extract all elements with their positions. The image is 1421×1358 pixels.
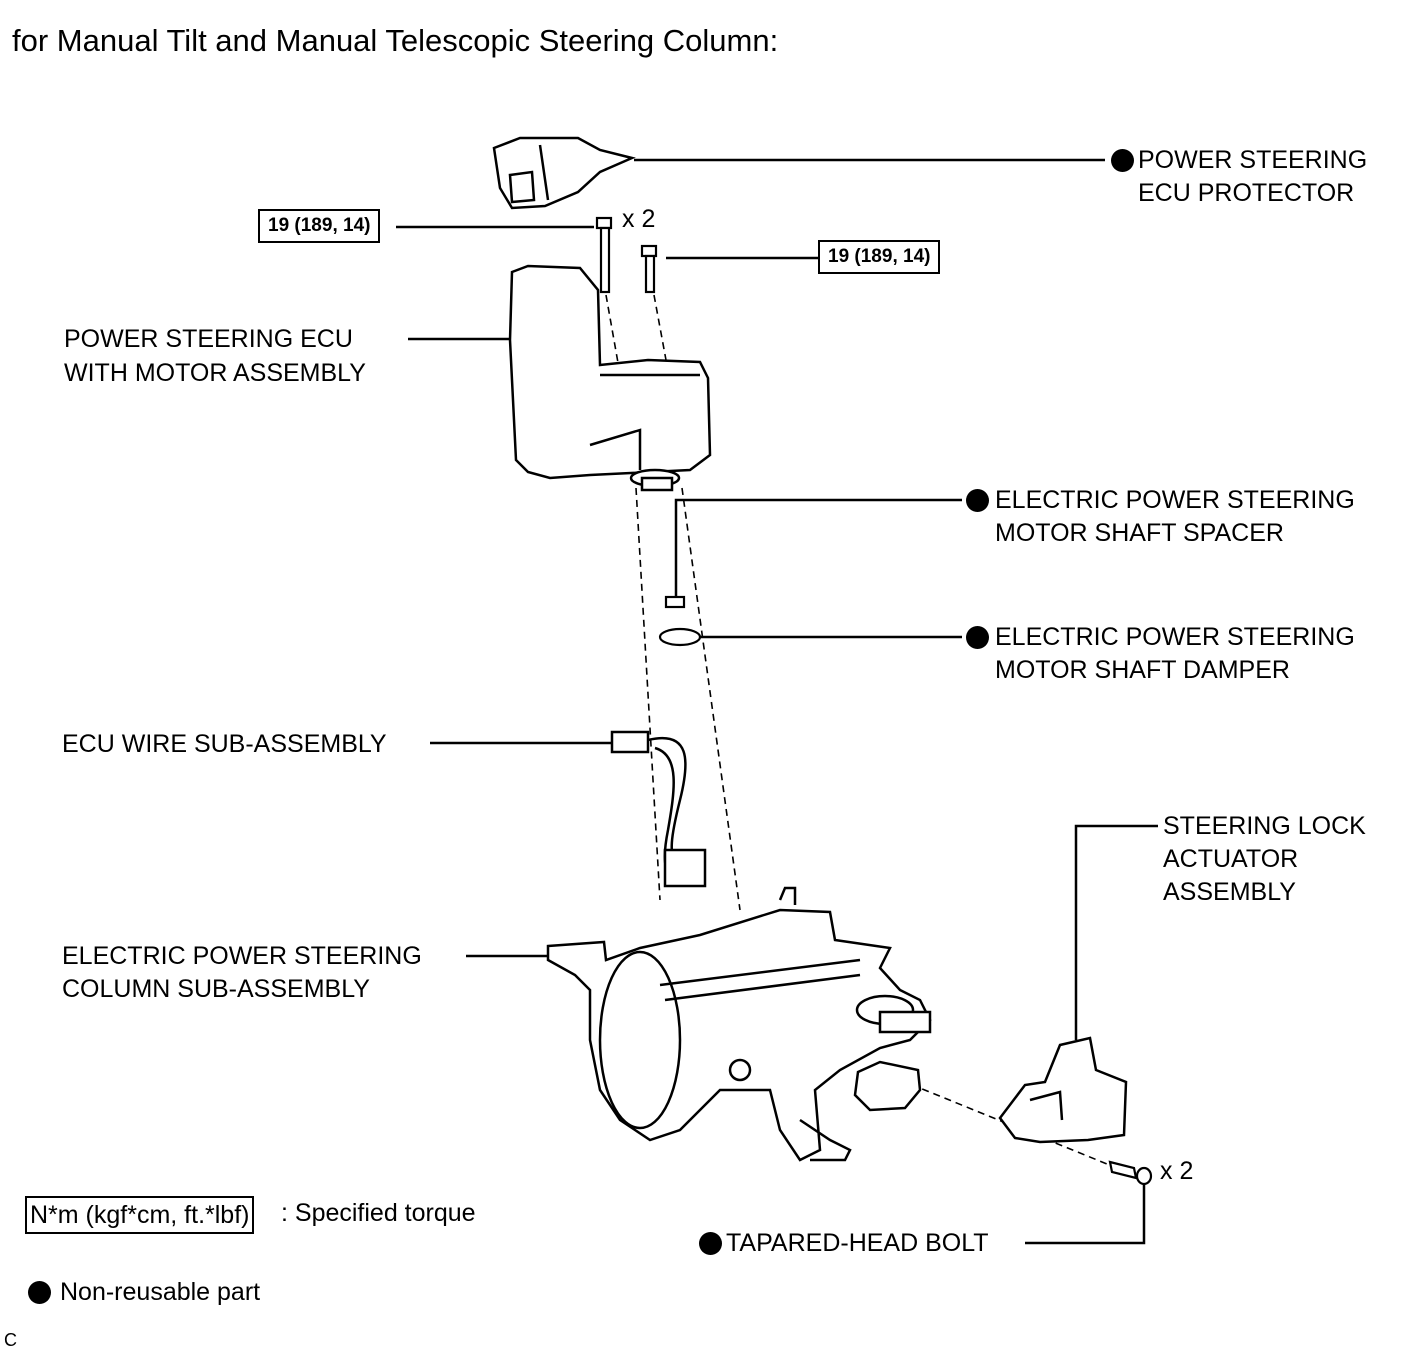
non-reusable-marker xyxy=(699,1232,722,1255)
leader-lock-actuator xyxy=(1074,824,1158,1040)
label-ecu-wire: ECU WIRE SUB-ASSEMBLY xyxy=(62,730,387,758)
ecu-motor-assembly-part xyxy=(508,264,712,492)
figure-code: C xyxy=(4,1330,17,1350)
page-title: for Manual Tilt and Manual Telescopic St… xyxy=(12,23,779,58)
torque-spec-upper-right: 19 (189, 14) xyxy=(818,240,941,274)
non-reusable-marker xyxy=(966,626,989,649)
quantity-tapered-bolts: x 2 xyxy=(1160,1157,1194,1185)
dash-bolt-right xyxy=(653,294,667,361)
label-column-line1: ELECTRIC POWER STEERING xyxy=(62,942,422,970)
non-reusable-marker xyxy=(966,489,989,512)
label-ecu-protector-line2: ECU PROTECTOR xyxy=(1138,179,1355,207)
legend-non-reusable-marker xyxy=(28,1281,51,1304)
label-ecu-motor-line1: POWER STEERING ECU xyxy=(64,325,353,353)
label-spacer-line2: MOTOR SHAFT SPACER xyxy=(995,519,1284,547)
steering-lock-actuator-part xyxy=(853,1036,1128,1144)
legend-non-reusable-text: Non-reusable part xyxy=(60,1278,261,1306)
label-spacer-line1: ELECTRIC POWER STEERING xyxy=(995,486,1355,514)
ecu-bolts-part xyxy=(595,216,658,294)
label-ecu-protector-line1: POWER STEERING xyxy=(1138,146,1368,174)
ecu-wire-part xyxy=(610,730,707,888)
ecu-protector-part xyxy=(492,136,636,210)
quantity-ecu-bolts: x 2 xyxy=(622,205,656,233)
leader-spacer xyxy=(674,498,962,596)
motor-shaft-spacer-shape xyxy=(664,595,686,609)
torque-spec-upper-left: 19 (189, 14) xyxy=(258,209,381,243)
label-damper-line2: MOTOR SHAFT DAMPER xyxy=(995,656,1290,684)
legend-torque-unit: N*m (kgf*cm, ft.*lbf) xyxy=(25,1196,255,1234)
label-tapered-head-bolt: TAPARED-HEAD BOLT xyxy=(726,1229,989,1257)
spacer-damper-parts xyxy=(658,595,702,647)
motor-shaft-damper-shape xyxy=(658,627,702,647)
leader-tapered-bolt xyxy=(1025,1180,1146,1245)
label-damper-line1: ELECTRIC POWER STEERING xyxy=(995,623,1355,651)
label-lock-actuator-line1: STEERING LOCK xyxy=(1163,812,1366,840)
dash-shaft-left xyxy=(635,487,661,901)
label-ecu-motor-line2: WITH MOTOR ASSEMBLY xyxy=(64,359,366,387)
legend-torque-desc: : Specified torque xyxy=(281,1199,476,1227)
label-lock-actuator-line2: ACTUATOR xyxy=(1163,845,1299,873)
non-reusable-marker xyxy=(1111,149,1134,172)
tapered-head-bolt-part xyxy=(1108,1160,1153,1186)
dash-shaft-right xyxy=(681,487,741,911)
label-column-line2: COLUMN SUB-ASSEMBLY xyxy=(62,975,370,1003)
label-lock-actuator-line3: ASSEMBLY xyxy=(1163,878,1296,906)
steering-column-part xyxy=(546,886,932,1162)
